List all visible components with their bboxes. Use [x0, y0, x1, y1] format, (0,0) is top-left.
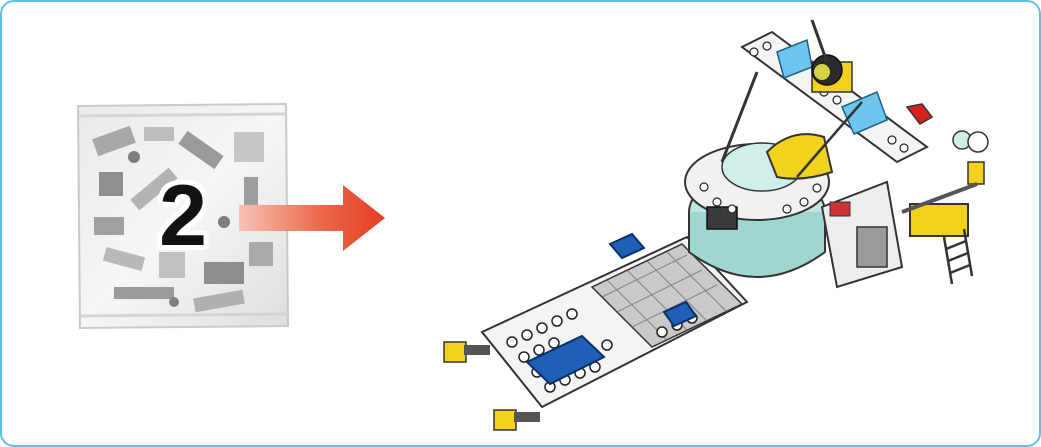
lego-model-image — [432, 12, 1032, 442]
bag-number: 2 — [138, 176, 228, 256]
right-arrow-icon — [239, 185, 385, 251]
base-plate — [444, 234, 747, 430]
